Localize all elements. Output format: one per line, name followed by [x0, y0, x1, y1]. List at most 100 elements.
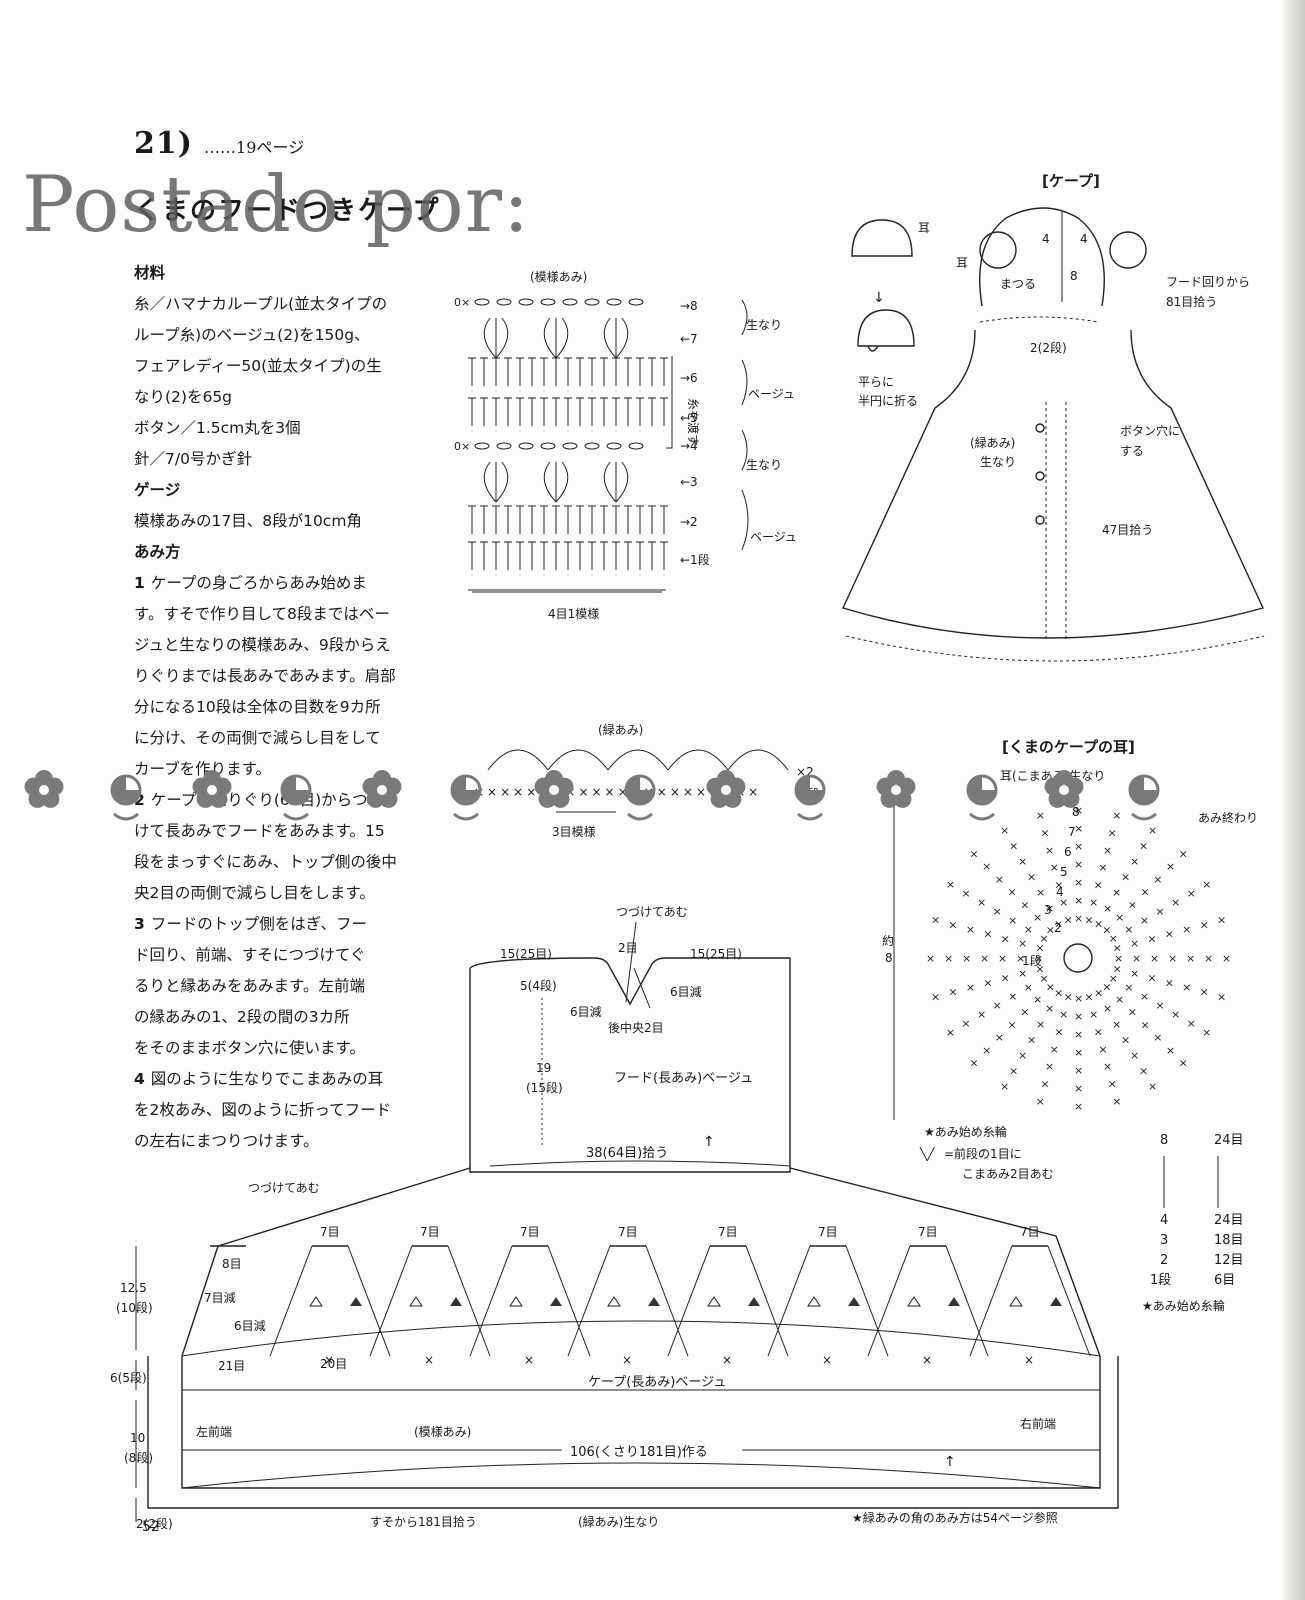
shell-stitch [603, 317, 629, 359]
sc-stitch: × [1064, 913, 1073, 926]
shoulder-curve [181, 1320, 1101, 1357]
step-line: りぐりまでは長あみであみます。肩部 [134, 667, 396, 685]
dart-side [469, 1245, 591, 1357]
flower-petal [362, 777, 381, 796]
step-line: 段をまっすぐにあみ、トップ側の後中 [134, 853, 397, 871]
edging-label: 生なり [980, 455, 1016, 469]
sc-stitch: × [1148, 824, 1157, 837]
dc-stitch [576, 541, 584, 570]
sc-stitch: × [962, 952, 971, 965]
legend-inc: こまあみ2目あむ [962, 1167, 1054, 1181]
top-right-width: 15(25目) [690, 947, 742, 961]
right-ear [1109, 231, 1147, 269]
row-label: ←3 [680, 475, 698, 489]
pie-icon-fill [112, 776, 140, 804]
sc-stitch: × [993, 999, 1002, 1012]
sc-stitch: × [1130, 855, 1139, 868]
round-number: 8 [1072, 805, 1080, 819]
edge-rows-label: 2(2段) [1030, 340, 1067, 355]
dc-stitch [516, 505, 524, 534]
dec-mark-open [509, 1296, 523, 1307]
dart-count: 7目 [718, 1225, 738, 1239]
sc-stitch: × [998, 952, 1007, 965]
folded-ear-sketch [857, 309, 915, 352]
sc-stitch: × [1182, 923, 1191, 936]
sc-stitch: × [1045, 1002, 1054, 1015]
sc-stitch: × [1040, 1078, 1049, 1091]
sc-stitch: × [1094, 879, 1103, 892]
dc-stitch [588, 505, 596, 534]
dc-stitch [624, 541, 632, 570]
sc-stitch: × [944, 952, 953, 965]
dc-stitch [612, 505, 620, 534]
sc-stitch: × [1094, 987, 1103, 1000]
flower-petal [1044, 777, 1063, 796]
shell-stitch [603, 461, 629, 503]
sc-stitch: × [1054, 987, 1063, 1000]
edging-repeat-label: 3目模様 [552, 825, 596, 839]
stitch-start: 0× [454, 296, 470, 309]
chain-stitch [584, 298, 600, 306]
sc-stitch: × [1035, 962, 1044, 975]
page-gutter-shadow [1283, 0, 1305, 1600]
round-number: 6 [1064, 845, 1072, 859]
height-label: (8段) [124, 1450, 153, 1465]
dc-stitch [624, 357, 632, 386]
dart-side [767, 1245, 889, 1357]
step-line: を2枚あみ、図のように折ってフード [134, 1101, 392, 1119]
top-count: 4 [1080, 232, 1088, 246]
hood-outline [979, 207, 1105, 307]
sc-stitch: × [1045, 1060, 1054, 1073]
flower-petal [24, 777, 43, 796]
chain-stitch [496, 298, 512, 306]
sc-stitch: × [993, 905, 1002, 918]
smile-curve [797, 812, 823, 821]
dc-stitch [552, 357, 560, 386]
dc-stitch [492, 505, 500, 534]
cross-mark: × [524, 1353, 534, 1367]
dc-stitch [660, 397, 668, 426]
ear-end-label: あみ終わり [1198, 810, 1258, 825]
legend-start: ★あみ始め糸輪 [924, 1124, 1007, 1139]
sc-stitch: × [1140, 886, 1149, 899]
sc-stitch: × [1130, 967, 1139, 980]
row-braces [741, 299, 749, 551]
center-label: 2目 [618, 941, 638, 955]
needle-line: 針／7/0号かぎ針 [134, 450, 252, 468]
dec-mark-open [907, 1296, 921, 1307]
sc-stitch: × [1113, 942, 1122, 955]
decorative-border [14, 766, 1174, 826]
sc-stitch: × [1046, 924, 1055, 937]
step-number: 3 [134, 915, 145, 933]
dc-stitch [600, 541, 608, 570]
color-label: ベージュ [748, 387, 795, 401]
shell-stitch [483, 461, 509, 503]
dc-stitch [660, 541, 668, 570]
step-number: 1 [134, 574, 145, 592]
round-number: 7 [1068, 825, 1076, 839]
magic-ring [1063, 943, 1093, 973]
sc-stitch: × [1200, 986, 1209, 999]
sc-stitch: × [946, 878, 955, 891]
cape-body-outline [842, 329, 1264, 639]
sc-stitch: × [1036, 809, 1045, 822]
color-label: 生なり [746, 458, 782, 472]
buttons-line: ボタン／1.5cm丸を3個 [134, 419, 301, 437]
neck-to-shoulder-lines [217, 1167, 1057, 1247]
dc-stitch [624, 397, 632, 426]
row-label: →8 [680, 299, 698, 313]
sc-stitch: × [1150, 952, 1159, 965]
sc-stitch: × [1112, 886, 1121, 899]
chain-stitch [540, 298, 556, 306]
dec6-label: 6目減 [234, 1318, 266, 1333]
sc-stitch: × [969, 1057, 978, 1070]
continue-label: つづけてあむ [616, 905, 688, 919]
stitch-start: 0× [454, 440, 470, 453]
sc-stitch: × [1171, 896, 1180, 909]
dart-count: 7目 [1020, 1225, 1040, 1239]
button [1035, 471, 1045, 481]
sc-stitch: × [1147, 972, 1156, 985]
dec-mark-open [409, 1296, 423, 1307]
sc-stitch: × [1094, 917, 1103, 930]
sc-stitch: × [931, 990, 940, 1003]
